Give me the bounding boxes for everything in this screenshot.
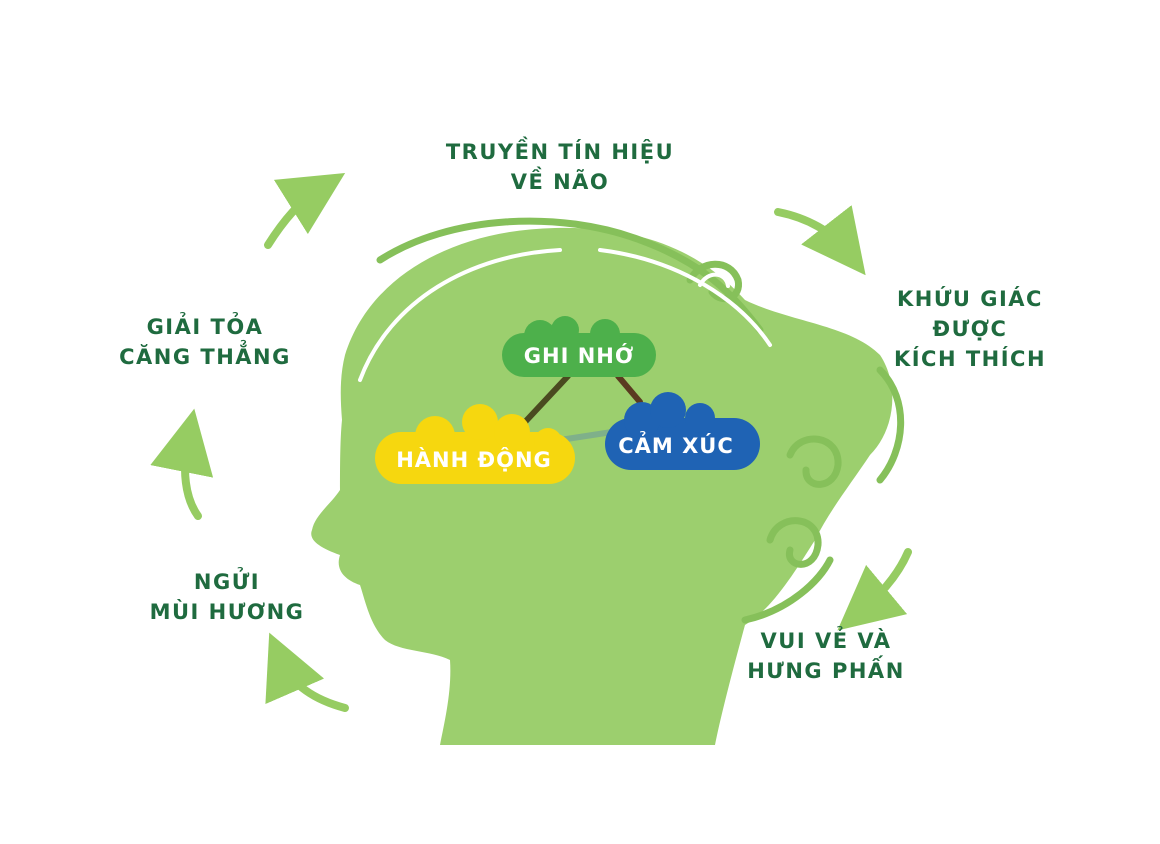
hair-swirls	[376, 217, 905, 624]
arrow-right	[837, 548, 912, 631]
label-smell-scent: NGỬI MÙI HƯƠNG	[149, 570, 305, 624]
cloud-memory: GHI NHỚ	[502, 316, 656, 377]
brain-connections	[522, 373, 643, 443]
arrow-bottom-left	[265, 632, 349, 712]
cloud-emotion: CẢM XÚC	[605, 392, 760, 470]
label-happy-excited: VUI VẺ VÀ HƯNG PHẤN	[747, 629, 905, 683]
hair-highlights	[358, 248, 772, 382]
cloud-action: HÀNH ĐỘNG	[375, 404, 575, 484]
arrow-top-left	[264, 173, 346, 249]
head-silhouette	[311, 227, 893, 745]
cycle-arrows	[150, 173, 912, 712]
label-smell-stimulated: KHỨU GIÁC ĐƯỢC KÍCH THÍCH	[893, 287, 1047, 371]
label-relieve-stress: GIẢI TỎA CĂNG THẲNG	[119, 315, 291, 369]
cloud-action-label: HÀNH ĐỘNG	[396, 446, 552, 472]
label-send-signal: TRUYỀN TÍN HIỆU VỀ NÃO	[445, 140, 675, 194]
cloud-emotion-label: CẢM XÚC	[618, 431, 734, 458]
arrow-left	[150, 408, 214, 520]
cloud-memory-label: GHI NHỚ	[524, 343, 634, 368]
arrow-top-right	[774, 205, 866, 276]
